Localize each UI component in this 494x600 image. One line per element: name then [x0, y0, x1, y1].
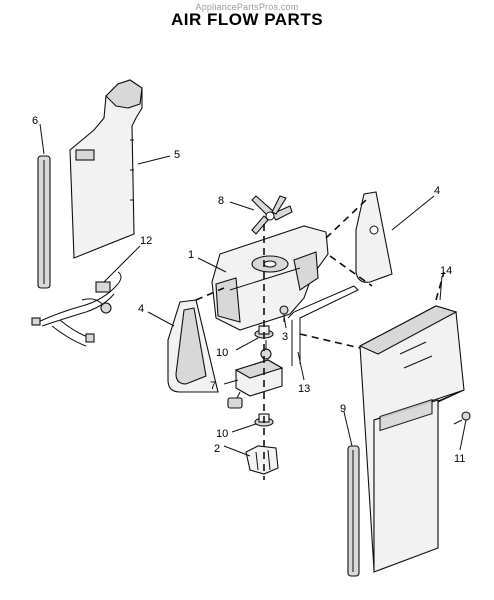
callout-8: 8 [218, 195, 224, 207]
part-14-cover-panel[interactable] [358, 305, 465, 573]
leader-lines [39, 123, 467, 457]
part-3-screw[interactable] [279, 305, 289, 322]
callout-2: 2 [214, 443, 220, 455]
part-9-gasket[interactable] [347, 445, 360, 577]
callout-1: 1 [188, 249, 194, 261]
watermark: AppliancePartsPros.com [195, 2, 299, 12]
part-6-gasket[interactable] [37, 155, 51, 289]
callout-5: 5 [174, 149, 180, 161]
callout-4-left: 4 [138, 303, 144, 315]
part-11-screw[interactable] [453, 411, 471, 425]
part-12-wire-harness[interactable] [31, 271, 122, 347]
callout-11: 11 [454, 453, 465, 465]
assembly-lines [195, 199, 445, 480]
part-4-right-panel[interactable] [355, 191, 393, 283]
callout-numbers: 6 5 12 1 8 4 4 3 10 7 13 10 2 14 9 11 [32, 115, 465, 465]
part-4-left-panel[interactable] [167, 299, 219, 393]
callout-14: 14 [440, 265, 452, 277]
part-8-fan-blade[interactable] [251, 195, 293, 235]
callout-13: 13 [298, 383, 310, 395]
diagram-title: AIR FLOW PARTS [170, 10, 324, 29]
callout-10-lower: 10 [216, 428, 228, 440]
callout-9: 9 [340, 403, 346, 415]
callout-3: 3 [282, 331, 288, 343]
callout-10-upper: 10 [216, 347, 228, 359]
callout-4-right: 4 [434, 185, 440, 197]
part-13-bracket[interactable] [287, 285, 359, 366]
part-7-fan-motor[interactable] [227, 340, 284, 409]
callout-7: 7 [210, 380, 216, 392]
callout-6: 6 [32, 115, 38, 127]
callout-12: 12 [140, 235, 152, 247]
part-2-motor-bracket[interactable] [245, 445, 279, 475]
part-1-fan-housing[interactable] [211, 225, 329, 331]
part-5-duct-panel[interactable] [69, 79, 143, 259]
